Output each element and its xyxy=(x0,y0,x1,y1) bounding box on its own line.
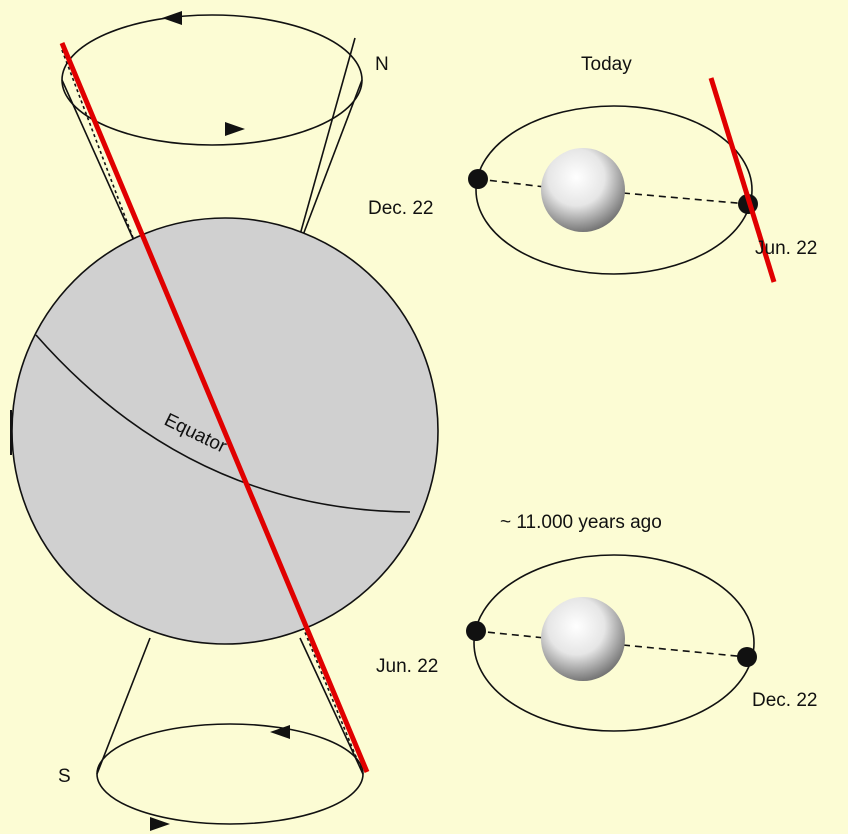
today-orbit-panel: Today Dec. 22 Jun. 22 xyxy=(368,54,817,283)
past-left-date: Jun. 22 xyxy=(376,656,438,677)
earth-rotation-axis xyxy=(59,42,370,773)
arrow-left-icon xyxy=(270,725,290,739)
past-right-date: Dec. 22 xyxy=(752,690,817,711)
south-pole-label: S xyxy=(58,766,71,787)
sun-icon xyxy=(541,148,625,232)
today-right-date: Jun. 22 xyxy=(755,238,817,259)
arrow-left-icon xyxy=(162,11,182,25)
arrow-right-icon xyxy=(225,122,245,136)
today-left-date: Dec. 22 xyxy=(368,198,433,219)
sun-icon xyxy=(541,597,625,681)
past-title: ~ 11.000 years ago xyxy=(500,512,662,533)
south-precession-cone xyxy=(96,619,364,831)
earth-position-dot xyxy=(468,169,488,189)
today-title: Today xyxy=(581,54,632,75)
earth-position-dot xyxy=(737,647,757,667)
arrow-right-icon xyxy=(150,817,170,831)
past-orbit-panel: ~ 11.000 years ago Jun. 22 Dec. 22 xyxy=(376,512,817,732)
earth-position-dot xyxy=(466,621,486,641)
orbit-axis-tilt-marker xyxy=(708,77,777,283)
equator-line xyxy=(35,334,411,513)
north-pole-label: N xyxy=(375,54,389,75)
